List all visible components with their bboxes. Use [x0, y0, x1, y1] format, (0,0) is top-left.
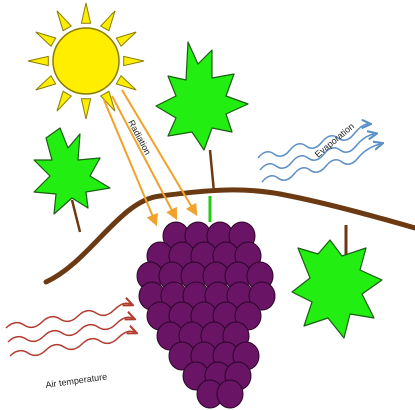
grape-berry: [217, 380, 243, 408]
sun-ray: [57, 11, 71, 31]
leaf-left: [34, 128, 110, 232]
sun-ray: [81, 3, 90, 23]
leaf-right: [292, 240, 382, 338]
radiation-label: Radiation: [126, 118, 153, 156]
radiation-arrow: [104, 100, 156, 224]
air-temperature-arrows: [6, 303, 134, 356]
sun-ray: [101, 11, 115, 31]
sun-ray: [116, 32, 136, 46]
evaporation-label: Evaporation: [313, 121, 356, 160]
air-temperature-label: Air temperature: [45, 371, 108, 390]
sun-ray: [57, 91, 71, 111]
sun-ray: [81, 99, 90, 119]
sun-ray: [36, 76, 56, 90]
sun-disc: [53, 28, 119, 94]
grape-bunch: [137, 222, 275, 408]
sun-ray: [36, 32, 56, 46]
sun-ray: [124, 56, 144, 65]
sun-ray: [28, 56, 48, 65]
sun-ray: [116, 76, 136, 90]
sun-icon: [28, 3, 144, 119]
air-temperature-arrow: [6, 303, 130, 328]
